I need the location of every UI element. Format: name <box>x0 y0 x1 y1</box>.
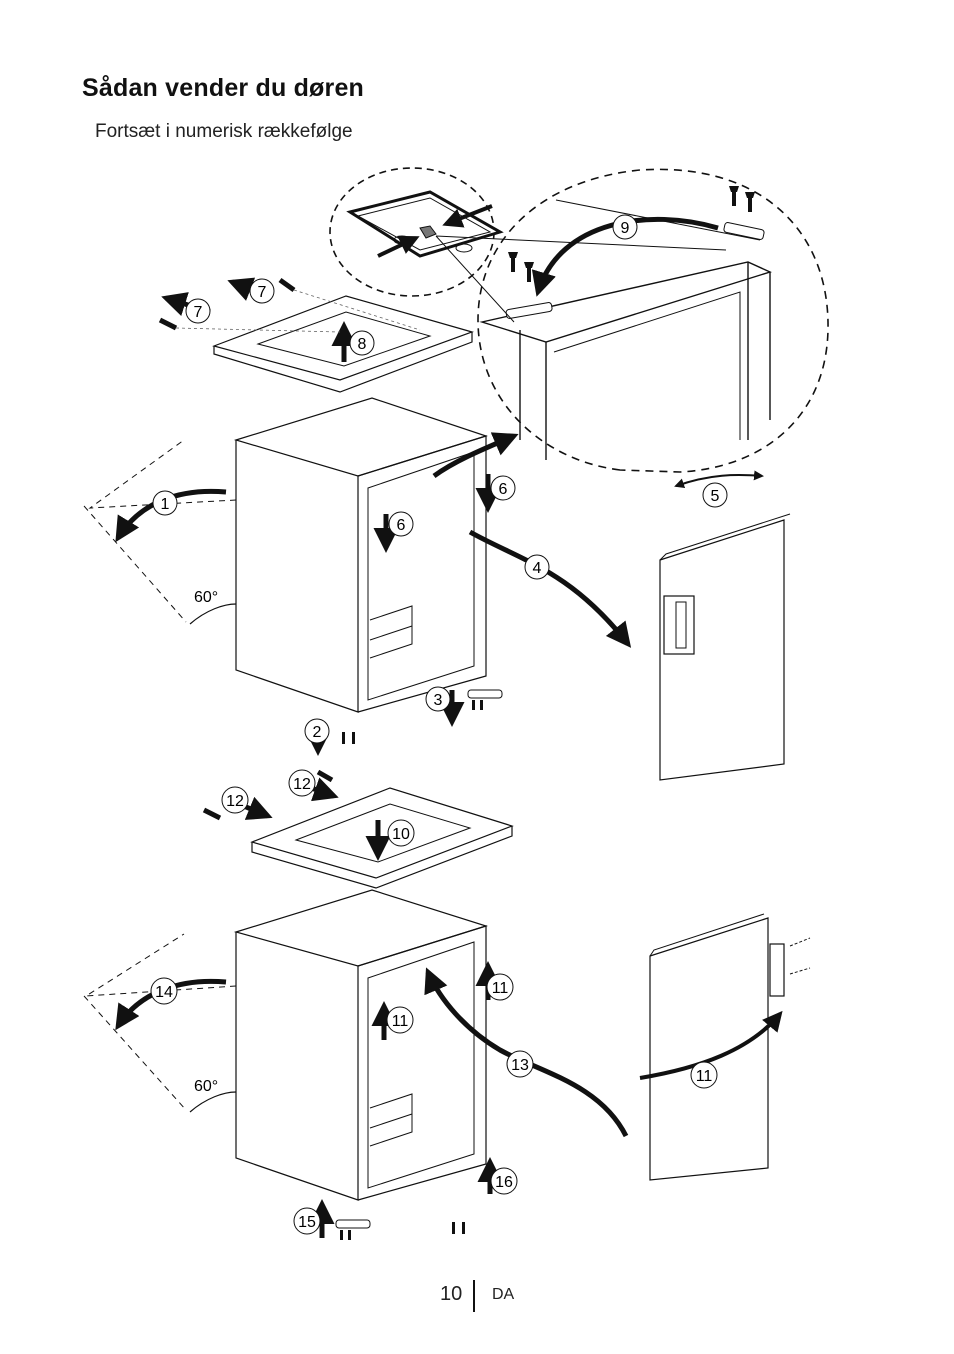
step-badge-6b: 6 <box>388 511 414 537</box>
step-badge-11c: 11 <box>690 1061 718 1089</box>
svg-text:8: 8 <box>358 336 367 353</box>
svg-text:14: 14 <box>155 984 173 1001</box>
svg-text:10: 10 <box>392 826 410 843</box>
svg-text:15: 15 <box>298 1214 316 1231</box>
angle-label-upper: 60° <box>194 589 218 606</box>
svg-text:11: 11 <box>392 1013 409 1030</box>
page-title: Sådan vender du døren <box>82 74 365 102</box>
step-badge-3: 3 <box>425 686 451 712</box>
step-badge-1: 1 <box>152 490 178 516</box>
page-footer: 10 DA <box>0 1280 954 1320</box>
step-badge-8: 8 <box>349 330 375 356</box>
instruction-subtitle: Fortsæt i numerisk rækkefølge <box>95 121 353 142</box>
fridge-door-upper <box>659 470 791 781</box>
zoom-detail-hinge-pin <box>329 167 504 297</box>
step-badge-14: 14 <box>150 977 178 1005</box>
step-badge-11b: 11 <box>386 1006 414 1034</box>
step-badge-5: 5 <box>702 482 728 508</box>
step-badge-2: 2 <box>304 718 330 744</box>
angle-label-lower: 60° <box>194 1078 218 1095</box>
step-badge-15: 15 <box>293 1207 321 1235</box>
step-badge-9: 9 <box>612 214 638 240</box>
svg-text:4: 4 <box>533 560 542 577</box>
footer-divider <box>473 1280 475 1312</box>
step-badge-10: 10 <box>387 819 415 847</box>
svg-text:16: 16 <box>495 1174 513 1191</box>
step-badge-6a: 6 <box>490 475 516 501</box>
language-code: DA <box>492 1286 515 1303</box>
step-badge-7a: 7 <box>185 298 211 324</box>
svg-text:3: 3 <box>434 692 443 709</box>
step-badges: 1 2 3 4 5 6 6 7 7 8 9 10 11 11 11 12 12 … <box>150 214 728 1235</box>
top-cover-lower <box>202 769 514 889</box>
page-number: 10 <box>440 1283 463 1305</box>
fridge-cabinet-lower <box>83 889 629 1240</box>
svg-text:13: 13 <box>511 1057 529 1074</box>
step-badge-7b: 7 <box>249 278 275 304</box>
svg-text:2: 2 <box>313 724 322 741</box>
svg-text:9: 9 <box>621 220 630 237</box>
step-badge-12b: 12 <box>288 769 316 797</box>
svg-text:7: 7 <box>258 284 267 301</box>
svg-text:5: 5 <box>711 488 720 505</box>
zoom-detail-top-hinge <box>435 168 829 473</box>
step-badge-13: 13 <box>506 1050 534 1078</box>
svg-text:6: 6 <box>499 481 508 498</box>
svg-text:11: 11 <box>492 980 509 997</box>
fridge-cabinet-upper <box>83 397 632 756</box>
svg-text:12: 12 <box>293 776 311 793</box>
step-badge-11a: 11 <box>486 973 514 1001</box>
svg-text:11: 11 <box>696 1068 713 1085</box>
svg-text:12: 12 <box>226 793 244 810</box>
top-cover-upper <box>158 277 474 393</box>
step-badge-16: 16 <box>490 1167 518 1195</box>
svg-text:1: 1 <box>161 496 170 513</box>
step-badge-4: 4 <box>524 554 550 580</box>
svg-text:7: 7 <box>194 304 203 321</box>
fridge-door-lower <box>639 913 811 1181</box>
step-badge-12a: 12 <box>221 786 249 814</box>
svg-text:6: 6 <box>397 517 406 534</box>
